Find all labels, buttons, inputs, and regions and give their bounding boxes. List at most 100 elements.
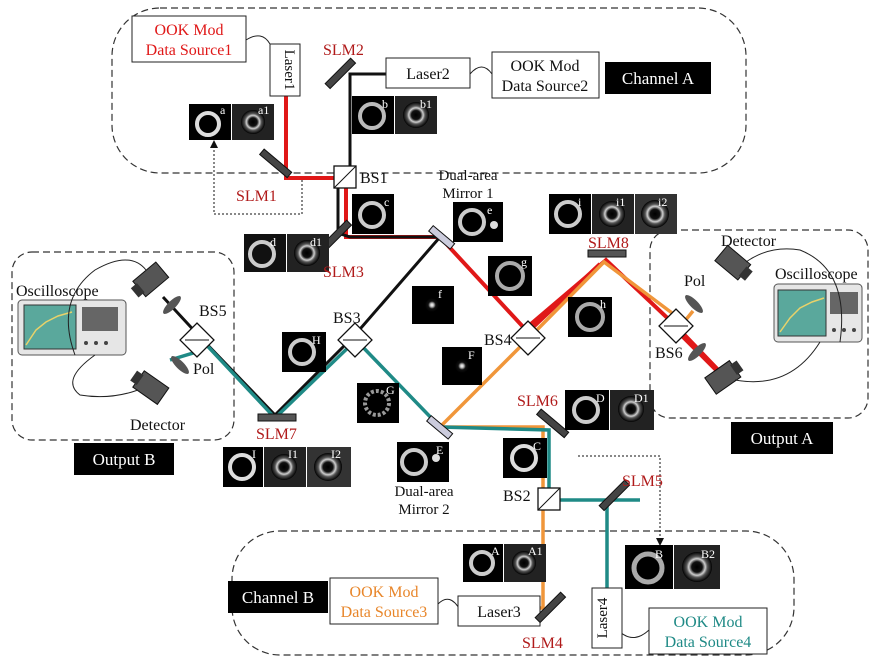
- slm3-label: SLM3: [323, 264, 364, 281]
- slm1-label: SLM1: [236, 188, 277, 205]
- mirror2-label-line1: Dual-area: [394, 484, 453, 500]
- inset-b1-label: b1: [420, 97, 432, 111]
- inset-h: h: [568, 297, 612, 337]
- inset-H: H: [282, 332, 326, 372]
- inset-group-I: I I1 I2: [223, 447, 351, 487]
- inset-E: E: [397, 442, 449, 482]
- data-source-2-line2: Data Source2: [502, 78, 589, 95]
- output-a-tag: Output A: [731, 422, 833, 454]
- inset-b-label: b: [382, 97, 388, 111]
- detector-b-top: [130, 261, 170, 298]
- inset-group-B: B B2: [625, 545, 720, 589]
- inset-d1-label: d1: [310, 235, 322, 249]
- inset-f-label: f: [438, 287, 442, 301]
- polarizer-b-bottom: [171, 356, 189, 374]
- inset-i1-label: i1: [616, 195, 625, 209]
- channel-a-label: Channel A: [622, 69, 695, 88]
- inset-I1-label: I1: [288, 447, 298, 461]
- output-a-label: Output A: [751, 429, 815, 448]
- slm6-label: SLM6: [517, 393, 558, 410]
- inset-C: C: [503, 438, 547, 478]
- inset-group-A: A A1: [463, 544, 546, 582]
- cable-b-top: [67, 259, 147, 356]
- inset-a1-label: a1: [258, 103, 269, 117]
- inset-group-i: i i1 i2: [549, 194, 677, 234]
- inset-g-label: g: [521, 255, 527, 269]
- slm8-label: SLM8: [588, 235, 629, 252]
- oscilloscope-a-label: Oscilloscope: [775, 266, 858, 283]
- detector-b-bottom: [130, 370, 170, 406]
- inset-c-label: c: [384, 195, 389, 209]
- slm7-mirror: [257, 413, 297, 422]
- slm8-mirror: [587, 249, 627, 258]
- slm1-control-link: [210, 140, 303, 215]
- slm7-label: SLM7: [256, 426, 297, 443]
- inset-g: g: [488, 255, 532, 296]
- slm2-mirror: [324, 57, 357, 90]
- mirror1-label-line1: Dual-area: [438, 168, 497, 184]
- channel-b-tag: Channel B: [228, 581, 328, 613]
- inset-G-label: G: [386, 383, 395, 397]
- inset-a-label: a: [220, 103, 226, 117]
- inset-d-label: d: [270, 235, 276, 249]
- inset-group-d: d d1: [244, 234, 329, 272]
- wire-src2-laser2: [469, 66, 493, 75]
- detector-a-top: [714, 244, 753, 281]
- bs6-label: BS6: [655, 345, 683, 362]
- inset-B-label: B: [655, 547, 663, 561]
- inset-i2-label: i2: [658, 195, 667, 209]
- bs5-label: BS5: [199, 303, 227, 320]
- slm5-label: SLM5: [622, 473, 663, 490]
- inset-B2-label: B2: [701, 547, 715, 561]
- inset-group-D: D D1: [565, 390, 654, 430]
- dual-area-mirror-2: [425, 414, 454, 440]
- bs5-cube: [179, 322, 215, 358]
- slm4-mirror: [534, 591, 567, 624]
- inset-i-label: i: [578, 195, 582, 209]
- mirror1-label-line2: Mirror 1: [442, 186, 493, 202]
- cable-a-bottom: [734, 341, 821, 383]
- data-source-1-line1: OOK Mod: [155, 22, 224, 39]
- output-b-region: [11, 251, 235, 441]
- inset-group-b: b b1: [352, 96, 437, 134]
- inset-A-label: A: [491, 544, 500, 558]
- oscilloscope-b: [17, 299, 127, 356]
- slm6-mirror: [535, 408, 570, 439]
- laser-3: Laser3: [457, 595, 541, 627]
- laser-3-label: Laser3: [477, 604, 521, 621]
- bs2-cube: [537, 487, 561, 511]
- bs1-label: BS1: [360, 170, 388, 187]
- output-a-region: [649, 229, 869, 419]
- channel-a-region: [111, 7, 747, 174]
- inset-D-label: D: [596, 391, 605, 405]
- slm1-mirror: [258, 148, 293, 179]
- laser-1: Laser1: [269, 43, 301, 97]
- wire-src1-laser1: [245, 35, 271, 45]
- bs3-cube: [337, 322, 373, 358]
- inset-E-label: E: [436, 443, 443, 457]
- bs4-label: BS4: [484, 332, 512, 349]
- beam-red-path-slm8: [528, 262, 602, 332]
- output-b-tag: Output B: [74, 443, 174, 475]
- data-source-2-line1: OOK Mod: [511, 58, 580, 75]
- inset-G: G: [357, 383, 399, 423]
- data-source-4-line2: Data Source4: [665, 634, 752, 651]
- data-source-4: OOK Mod Data Source4: [648, 607, 768, 655]
- data-source-1-line2: Data Source1: [146, 42, 233, 59]
- bs6-cube: [658, 308, 694, 344]
- inset-C-label: C: [533, 439, 541, 453]
- laser-4-label: Laser4: [595, 597, 611, 638]
- data-source-3-line1: OOK Mod: [350, 584, 419, 601]
- bs2-label: BS2: [503, 488, 531, 505]
- bs4-cube: [510, 320, 546, 356]
- polarizer-a-bottom: [688, 343, 706, 361]
- slm2-label: SLM2: [323, 42, 364, 59]
- laser-4: Laser4: [591, 587, 623, 649]
- inset-I2-label: I2: [331, 447, 341, 461]
- detector-b-label: Detector: [130, 417, 186, 434]
- inset-I-label: I: [252, 447, 256, 461]
- inset-F: F: [442, 347, 482, 385]
- inset-group-a: a a1: [189, 103, 274, 140]
- inset-D1-label: D1: [634, 391, 649, 405]
